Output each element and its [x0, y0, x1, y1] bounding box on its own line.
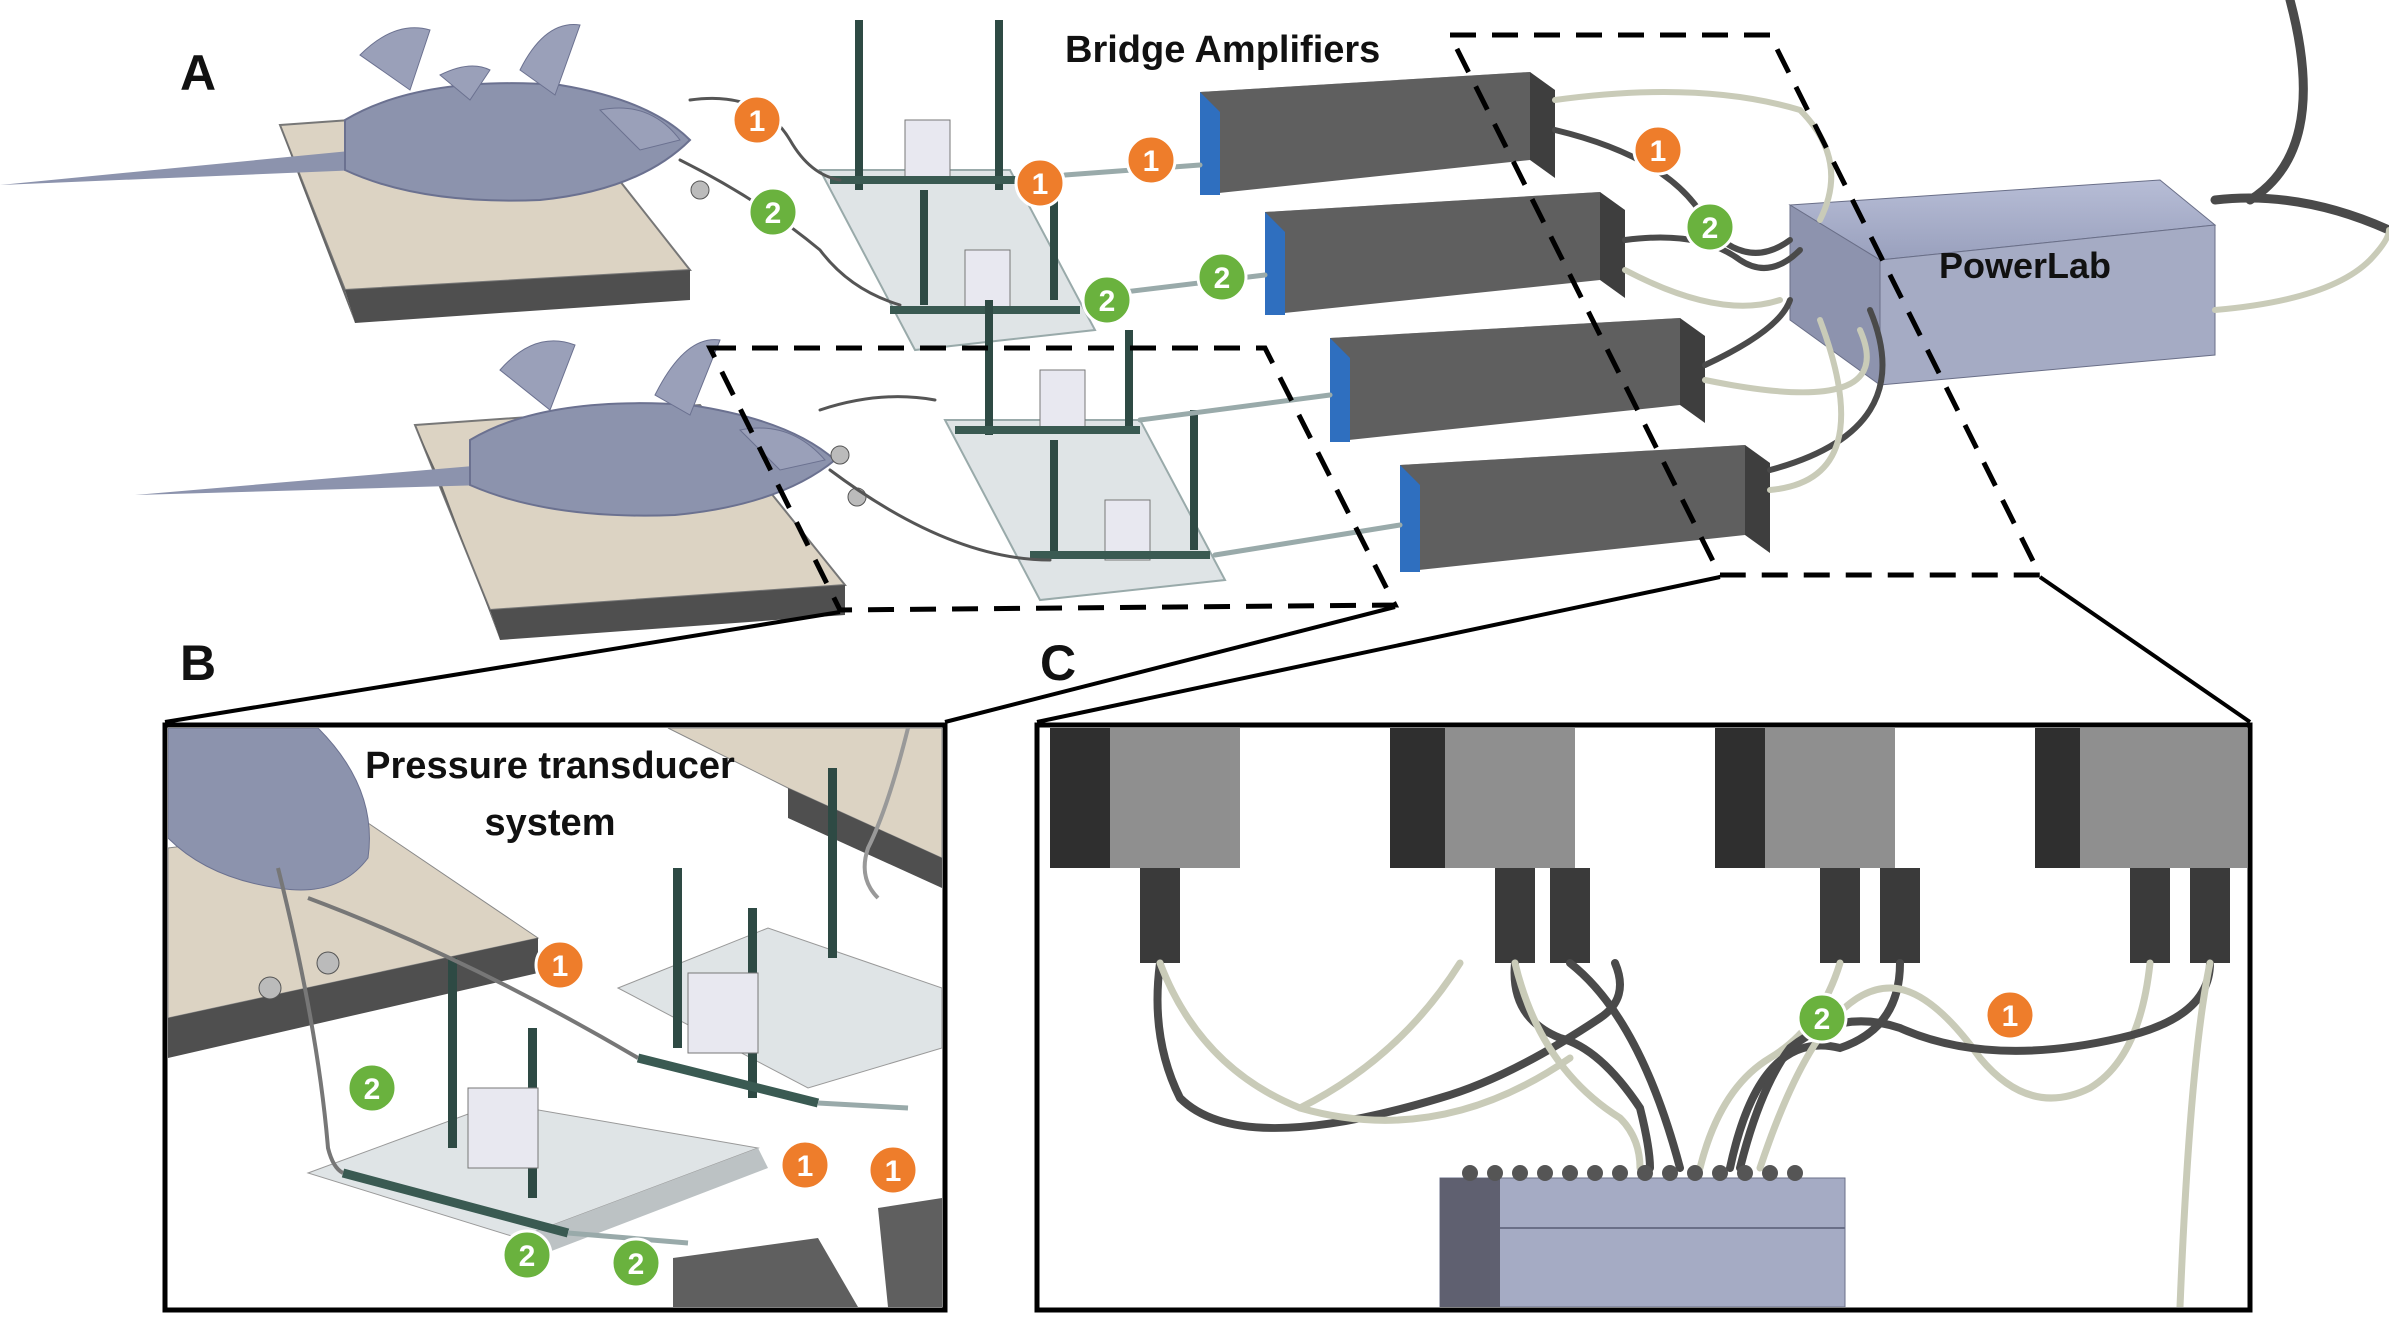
syringe-icon [920, 190, 928, 305]
svg-text:2: 2 [1099, 285, 1116, 318]
pressure-transducer-icon [467, 1087, 539, 1169]
channel-2-marker: 2 [501, 1229, 553, 1281]
pressure-transducer-icon [687, 972, 759, 1054]
svg-text:2: 2 [628, 1248, 645, 1281]
bridge-amplifier-end-icon [1050, 728, 1240, 868]
channel-2-marker: 2 [1081, 274, 1133, 326]
pressure-transducer-title-line2: system [485, 802, 616, 844]
powerlab-title: PowerLab [1939, 245, 2111, 286]
rat-model-icon [168, 728, 370, 891]
panel-a: A Bridge Amplifiers [0, 0, 2389, 640]
bridge-amplifier-2-icon [1265, 192, 1625, 315]
panel-label-a: A [180, 45, 216, 101]
zoom-frame-c [1445, 32, 2045, 578]
rat-model-lower-icon [135, 339, 837, 517]
channel-1-marker: 1 [1984, 989, 2036, 1041]
channel-1-marker: 1 [534, 939, 586, 991]
pressure-transducer-title-line1: Pressure transducer [365, 745, 735, 787]
bridge-amplifier-end-icon [2035, 728, 2247, 868]
pressure-transducer-board-lower-icon [943, 300, 1227, 602]
svg-text:1: 1 [1650, 135, 1667, 168]
syringe-icon [1050, 440, 1058, 555]
connector-icon [1880, 868, 1920, 963]
channel-2-marker: 2 [747, 186, 799, 238]
svg-text:1: 1 [552, 950, 569, 983]
svg-text:2: 2 [519, 1240, 536, 1273]
powerlab-unit-icon: PowerLab [1788, 179, 2217, 386]
powerlab-unit-icon [1439, 1165, 1846, 1307]
pressure-transducer-icon [1104, 499, 1151, 561]
svg-text:1: 1 [2002, 1000, 2019, 1033]
connector-icon [2130, 868, 2170, 963]
bridge-amplifier-3-icon [1330, 318, 1705, 442]
syringe-icon [985, 300, 993, 435]
svg-text:2: 2 [1702, 212, 1719, 245]
channel-1-marker: 1 [1632, 124, 1684, 176]
channel-2-marker: 2 [1684, 201, 1736, 253]
panel-a-cables [678, 0, 2389, 562]
bridge-amplifier-end-icon [1390, 728, 1575, 868]
syringe-icon [673, 868, 682, 1048]
svg-text:2: 2 [1814, 1003, 1831, 1036]
connector-icon [1140, 868, 1180, 963]
channel-2-marker: 2 [610, 1237, 662, 1289]
channel-1-marker: 1 [779, 1139, 831, 1191]
connector-icon [1550, 868, 1590, 963]
bridge-amplifier-4-icon [1400, 445, 1770, 572]
rat-model-upper-icon [0, 24, 692, 202]
connector-icon [2190, 868, 2230, 963]
panel-label-b: B [180, 635, 216, 691]
syringe-icon [828, 768, 837, 958]
svg-text:1: 1 [885, 1155, 902, 1188]
channel-1-marker: 1 [1125, 134, 1177, 186]
panel-b: B [162, 635, 948, 1313]
panel-c: C [1034, 635, 2253, 1313]
svg-text:2: 2 [364, 1073, 381, 1106]
channel-1-marker: 1 [1014, 157, 1066, 209]
syringe-icon [1125, 330, 1133, 430]
syringe-icon [1190, 410, 1198, 550]
svg-text:2: 2 [765, 197, 782, 230]
channel-1-marker: 1 [867, 1144, 919, 1196]
connector-icon [690, 180, 710, 200]
zoom-connector-lines [164, 575, 2252, 724]
svg-text:1: 1 [1032, 168, 1049, 201]
syringe-icon [1050, 190, 1058, 300]
connector-icon [1495, 868, 1535, 963]
connector-icon [1820, 868, 1860, 963]
syringe-icon [448, 958, 457, 1148]
connector-icon [830, 445, 850, 465]
bridge-amplifier-end-icon [1715, 728, 1895, 868]
bridge-amplifier-1-icon [1200, 72, 1555, 195]
svg-text:1: 1 [749, 105, 766, 138]
channel-2-marker: 2 [346, 1062, 398, 1114]
channel-2-marker: 2 [1196, 251, 1248, 303]
pressure-transducer-icon [904, 119, 951, 181]
panel-label-c: C [1040, 635, 1076, 691]
channel-1-marker: 1 [731, 94, 783, 146]
svg-text:1: 1 [797, 1150, 814, 1183]
svg-text:2: 2 [1214, 262, 1231, 295]
svg-text:1: 1 [1143, 145, 1160, 178]
zoom-frame-b [705, 345, 1400, 613]
syringe-icon [855, 20, 863, 190]
channel-2-marker: 2 [1796, 992, 1848, 1044]
pressure-transducer-icon [1039, 369, 1086, 431]
syringe-icon [995, 20, 1003, 190]
bridge-amplifiers-title: Bridge Amplifiers [1065, 29, 1380, 71]
